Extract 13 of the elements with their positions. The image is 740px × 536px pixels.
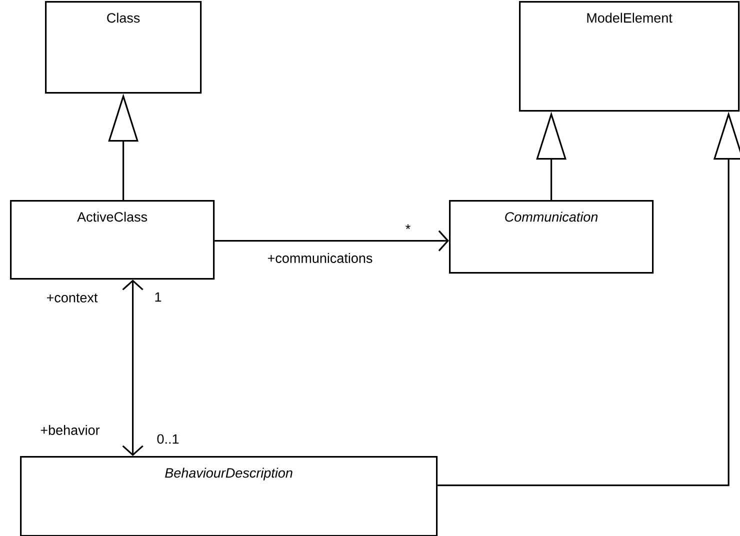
class-box: Communication	[449, 200, 654, 274]
role-label: 0..1	[157, 434, 179, 444]
role-label: +behavior	[40, 425, 100, 435]
edge-label: +communications	[266, 252, 374, 264]
class-box: Class	[45, 1, 202, 94]
role-label: 1	[155, 292, 162, 302]
association-arrow	[122, 280, 144, 456]
association-arrow	[214, 230, 449, 252]
class-box: BehaviourDescription	[20, 456, 438, 536]
class-box: ModelElement	[519, 1, 740, 112]
role-label: +context	[46, 294, 98, 302]
class-box: ActiveClass	[10, 200, 215, 280]
role-label: *	[406, 224, 410, 230]
